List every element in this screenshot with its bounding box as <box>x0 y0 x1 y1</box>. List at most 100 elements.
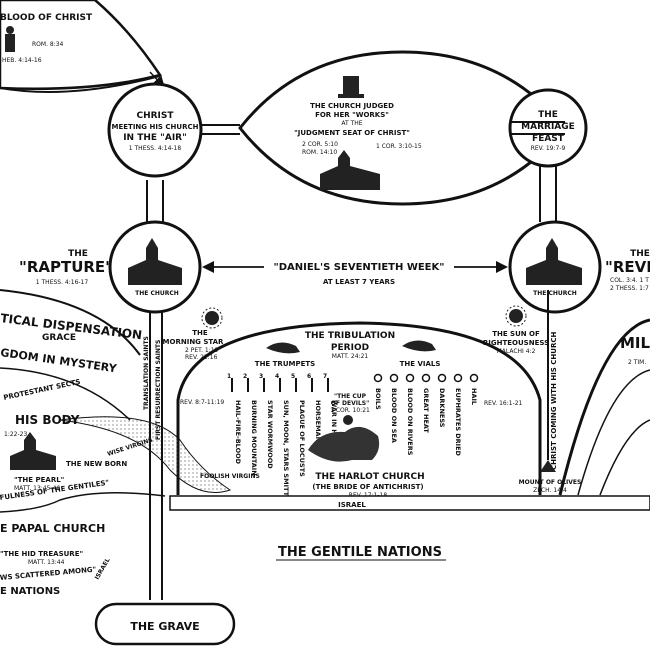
vial-cup-icon <box>453 373 463 383</box>
trumpet-plague: SUN, MOON, STARS SMITTEN <box>282 400 290 506</box>
rapture-ref: 1 THESS. 4:16-17 <box>36 279 89 286</box>
trumpets-ref: REV. 8:7-11:19 <box>180 399 224 406</box>
vial-cup-icon <box>421 373 431 383</box>
blood-ref-1: ROM. 8:34 <box>32 41 64 48</box>
tribulation-period: PERIOD <box>331 343 369 353</box>
mount-of-olives-icon <box>540 460 556 472</box>
revelation-ref-1: COL. 3:4. 1 T <box>610 277 649 284</box>
scattered-label: WS SCATTERED AMONG" <box>0 566 97 582</box>
grave-box: THE GRAVE <box>94 602 236 646</box>
resurrection-saints-label: FIRST RESURRECTION SAINTS <box>155 340 162 440</box>
pearl-ref: MATT. 13:45-46 <box>14 485 60 492</box>
trumpets-label: THE TRUMPETS <box>255 360 315 368</box>
sun-line-1: THE SUN OF <box>492 330 540 338</box>
vial-plague: GREAT HEAT <box>422 388 430 433</box>
trumpet-number: 4 <box>275 373 279 380</box>
rapture-circle: THE CHURCH <box>108 220 202 314</box>
trumpet-plague: PLAGUE OF LOCUSTS <box>298 400 306 477</box>
grave-label: THE GRAVE <box>130 620 199 633</box>
vial-plague: EUPHRATES DRIED <box>454 388 462 457</box>
hid-treasure-label: "THE HID TREASURE" <box>0 550 83 558</box>
revelation-circle: THE CHURCH <box>508 220 602 314</box>
vial-plague: HAIL <box>470 388 478 405</box>
tribulation-ref: MATT. 24:21 <box>332 353 369 360</box>
judgment-line-3: AT THE <box>341 120 362 127</box>
vial-plague: BLOOD ON SEA <box>390 388 398 443</box>
protestant-sects: PROTESTANT SECTS <box>3 378 82 402</box>
morning-star-ref-2: REV. 22:16 <box>185 354 218 361</box>
harlot-beast-icon <box>308 415 380 462</box>
judgment-ref-1: 2 COR. 5:10 <box>302 141 338 148</box>
meeting-ref: 1 THESS. 4:14-18 <box>129 145 182 152</box>
marriage-line-3: FEAST <box>532 134 565 144</box>
olives-ref: ZECH. 14:4 <box>533 487 567 494</box>
trumpet-number: 5 <box>291 373 295 380</box>
meeting-circle: CHRIST MEETING HIS CHURCH IN THE "AIR" 1… <box>107 82 203 178</box>
meeting-line-3: IN THE "AIR" <box>123 133 187 143</box>
nations-label: E NATIONS <box>0 586 60 597</box>
vial-angel-icon <box>402 340 436 352</box>
marriage-circle: THE MARRIAGE FEAST REV. 19:7-9 <box>508 88 588 168</box>
judgment-ref-3: 1 COR. 3:10-15 <box>376 143 422 150</box>
revelation-ref-2: 2 THESS. 1:7 <box>610 285 649 292</box>
judgment-line-1: THE CHURCH JUDGED <box>310 102 394 110</box>
revelation-line-2: "REVEL <box>605 258 650 276</box>
trumpet-number: 2 <box>243 373 247 380</box>
seventieth-week-subtitle: AT LEAST 7 YEARS <box>323 278 395 286</box>
vial-plague: BLOOD ON RIVERS <box>406 388 414 456</box>
christ-figure-icon <box>5 26 15 52</box>
trumpet-number: 3 <box>259 373 263 380</box>
marriage-line-1: THE <box>538 110 558 120</box>
center-columns <box>149 312 163 600</box>
foolish-virgins-label: FOOLISH VIRGINS <box>200 473 260 480</box>
judgment-ref-2: ROM. 14:10 <box>302 149 337 156</box>
sun-ref: MALACHI 4:2 <box>497 348 536 355</box>
cup-line-1: "THE CUP <box>334 393 367 400</box>
trumpet-plagues: HAIL-FIRE-BLOOD BURNING MOUNTAIN STAR WORM… <box>234 400 338 506</box>
vial-cups <box>373 373 479 383</box>
rapture-line-1: THE <box>68 249 88 259</box>
vial-cup-icon <box>373 373 383 383</box>
morning-star-icon <box>201 307 223 329</box>
vial-cup-icon <box>469 373 479 383</box>
vials-label: THE VIALS <box>400 360 441 368</box>
cup-line-2: OF DEVILS" <box>331 400 370 407</box>
translation-saints-label: TRANSLATION SAINTS <box>143 336 150 410</box>
trumpet-plague: HORSEMAN <box>314 400 322 442</box>
trumpet-plague: BURNING MOUNTAIN <box>250 400 258 476</box>
gentile-nations-label: THE GENTILE NATIONS <box>278 545 442 560</box>
rapture-church-label: THE CHURCH <box>135 290 179 297</box>
marriage-ref: REV. 19:7-9 <box>531 145 566 152</box>
morning-star-line-2: MORNING STAR <box>163 338 225 346</box>
judgment-line-2: FOR HER "WORKS" <box>315 111 389 119</box>
kingdom-label: GDOM IN MYSTERY <box>0 346 118 375</box>
harlot-title: THE HARLOT CHURCH <box>315 472 424 482</box>
blood-of-christ-title: BLOOD OF CHRIST <box>0 13 93 23</box>
his-body-label: HIS BODY <box>15 413 80 427</box>
marriage-line-2: MARRIAGE <box>521 122 575 132</box>
meeting-line-1: CHRIST <box>136 111 174 121</box>
trumpet-number: 7 <box>323 373 327 380</box>
revelation-line-1: THE <box>630 249 650 259</box>
blood-ref-2: HEB. 4:14-16 <box>2 57 42 64</box>
his-body-church-icon <box>10 432 56 470</box>
tribulation-title: THE TRIBULATION <box>305 331 395 341</box>
sun-line-2: RIGHTEOUSNESS <box>483 339 549 347</box>
blood-of-christ-section: BLOOD OF CHRIST ROM. 8:34 HEB. 4:14-16 <box>0 0 166 93</box>
new-born-label: THE NEW BORN <box>66 460 127 468</box>
hid-treasure-ref: MATT. 13:44 <box>28 559 65 566</box>
trumpet-plague: STAR WORMWOOD <box>266 400 274 469</box>
seventieth-week-title: "DANIEL'S SEVENTIETH WEEK" <box>274 262 445 273</box>
trumpet-plague: HAIL-FIRE-BLOOD <box>234 400 242 465</box>
vial-cup-icon <box>389 373 399 383</box>
vial-plague: BOILS <box>374 388 382 410</box>
church-building-icon <box>320 150 380 190</box>
meeting-line-2: MEETING HIS CHURCH <box>112 123 199 131</box>
rapture-line-2: "RAPTURE" <box>19 258 113 276</box>
sun-icon <box>505 305 527 327</box>
cup-ref: 1 COR. 10:21 <box>330 407 370 414</box>
millennium-label: MILL <box>620 334 650 352</box>
rapture-church-icon <box>128 238 182 285</box>
